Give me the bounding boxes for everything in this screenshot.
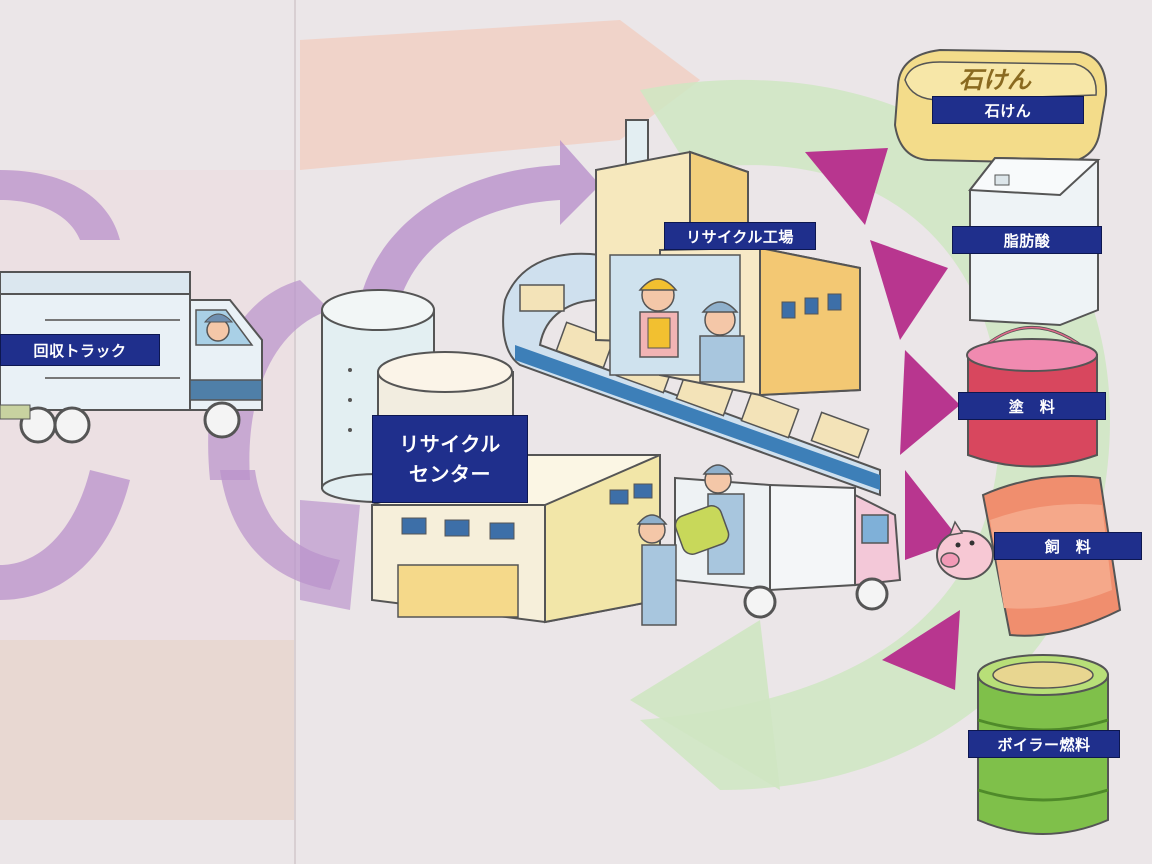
output-arrow-3 (900, 350, 960, 455)
soap-logo-text: 石けん (959, 65, 1032, 94)
peach-flow-arrow (300, 20, 700, 170)
output-arrow-2 (870, 240, 948, 340)
recycle-factory-label: リサイクル工場 (664, 222, 816, 250)
recycle-center-label: リサイクル センター (372, 415, 528, 503)
purple-flow-arc-top (360, 140, 600, 300)
left-page-lower-band (0, 640, 295, 820)
factory-workers (638, 278, 745, 383)
output-arrow-5 (882, 610, 960, 690)
recycle-center-label-line1: リサイクル (399, 432, 501, 456)
fatty-acid-label: 脂肪酸 (952, 226, 1102, 254)
delivery-truck (636, 464, 902, 626)
feed-label: 飼 料 (994, 532, 1142, 560)
purple-flow-arrow-mid (300, 500, 360, 610)
collection-truck-label: 回収トラック (0, 334, 160, 366)
paint-label: 塗 料 (958, 392, 1106, 420)
boiler-fuel-label: ボイラー燃料 (968, 730, 1120, 758)
pig-icon (936, 520, 994, 580)
green-flow-arrow-head (630, 620, 780, 790)
output-arrow-1 (805, 148, 888, 225)
soap-label: 石けん (932, 96, 1084, 124)
conveyor-belt (502, 252, 881, 497)
purple-flow-arc-left (0, 170, 120, 240)
recycle-center-label-line2: センター (409, 462, 491, 486)
purple-flow-arc-left-lower (0, 470, 130, 600)
